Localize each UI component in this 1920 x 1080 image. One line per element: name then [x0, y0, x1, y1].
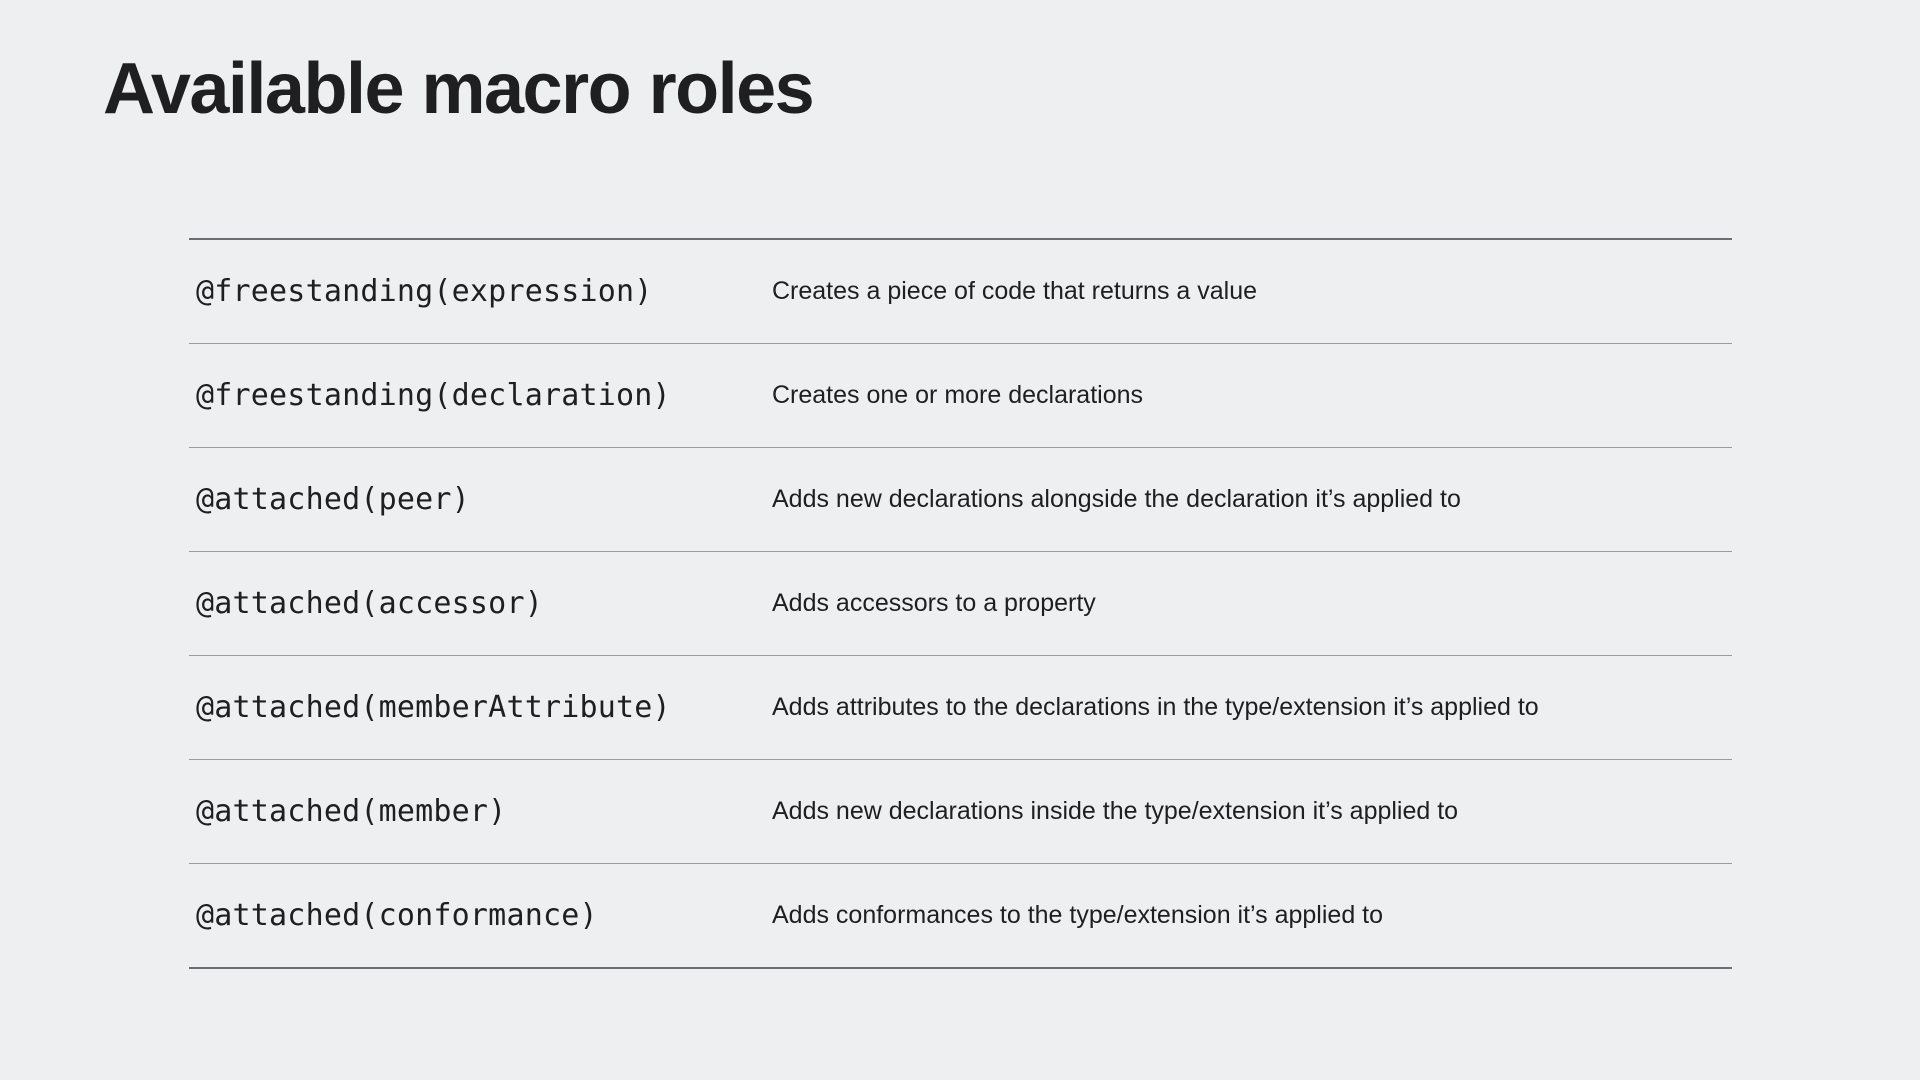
role-name: @attached(conformance)	[196, 898, 598, 933]
role-name: @freestanding(declaration)	[196, 378, 671, 413]
role-description: Adds conformances to the type/extension …	[772, 901, 1384, 929]
table-row: @attached(memberAttribute) Adds attribut…	[189, 656, 1732, 760]
role-description: Adds new declarations alongside the decl…	[772, 485, 1461, 513]
role-description: Adds attributes to the declarations in t…	[772, 693, 1539, 721]
table-row: @attached(member) Adds new declarations …	[189, 760, 1732, 864]
table-row: @attached(peer) Adds new declarations al…	[189, 448, 1732, 552]
role-name: @freestanding(expression)	[196, 274, 653, 309]
table-row: @attached(conformance) Adds conformances…	[189, 864, 1732, 967]
role-description: Adds new declarations inside the type/ex…	[772, 797, 1459, 825]
page-title: Available macro roles	[103, 49, 815, 129]
role-name: @attached(accessor)	[196, 586, 543, 621]
role-description: Creates one or more declarations	[772, 381, 1144, 409]
role-description: Creates a piece of code that returns a v…	[772, 277, 1258, 305]
role-name: @attached(memberAttribute)	[196, 690, 671, 725]
table-row: @freestanding(expression) Creates a piec…	[189, 240, 1732, 344]
table-row: @freestanding(declaration) Creates one o…	[189, 344, 1732, 448]
role-name: @attached(peer)	[196, 482, 470, 517]
role-name: @attached(member)	[196, 794, 507, 829]
macro-roles-table: @freestanding(expression) Creates a piec…	[189, 238, 1732, 969]
role-description: Adds accessors to a property	[772, 589, 1096, 617]
table-row: @attached(accessor) Adds accessors to a …	[189, 552, 1732, 656]
